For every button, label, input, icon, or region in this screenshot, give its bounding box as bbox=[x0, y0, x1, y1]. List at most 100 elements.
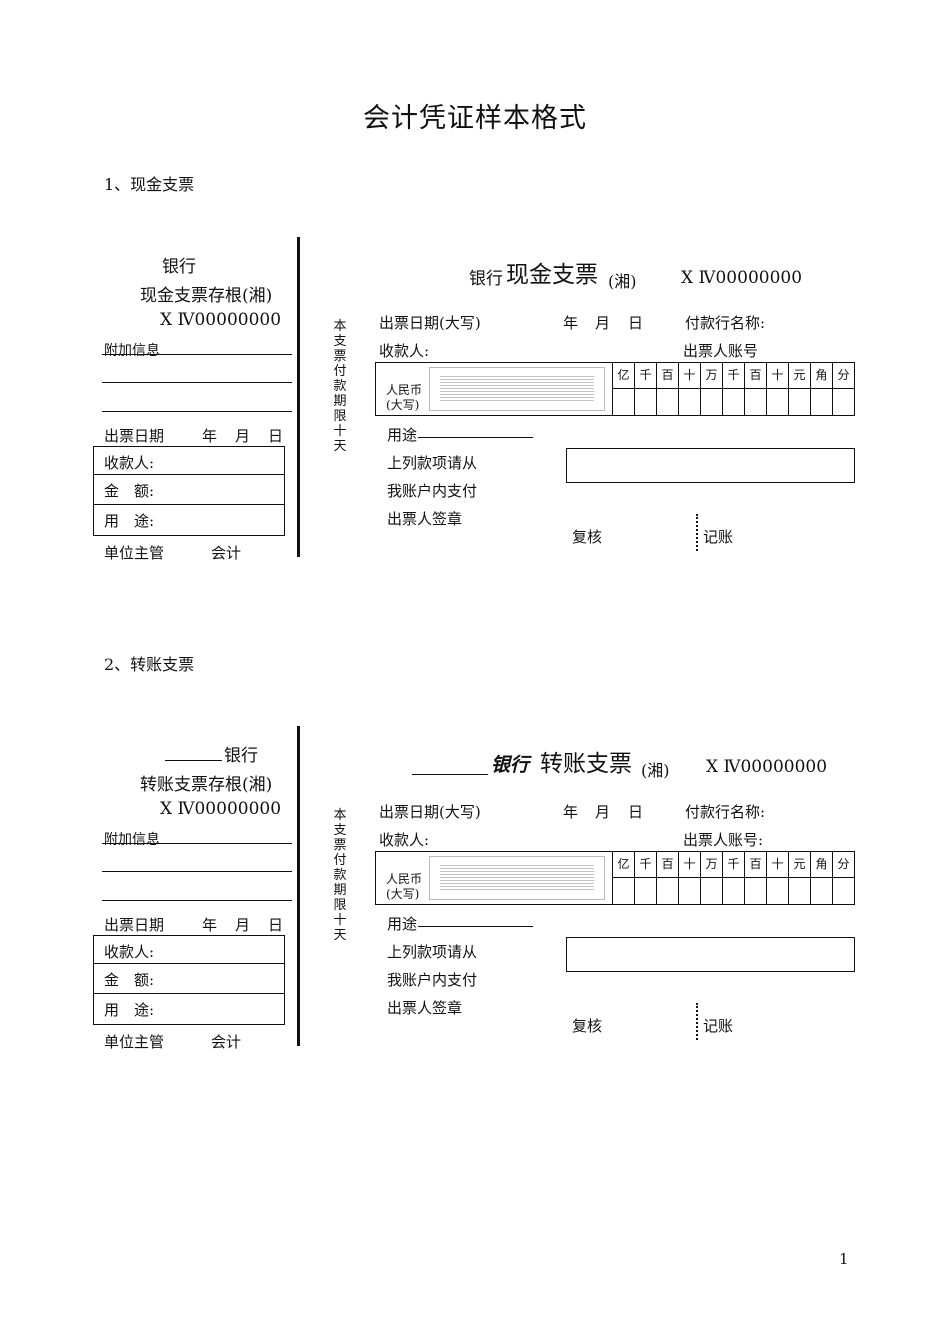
digit-col-shi-2[interactable]: 十 bbox=[767, 363, 789, 415]
extra-info-line-2[interactable] bbox=[102, 382, 292, 383]
digit-col-jiao[interactable]: 角 bbox=[811, 852, 833, 904]
digit-col-yi[interactable]: 亿 bbox=[613, 363, 635, 415]
stub-details-box: 收款人: 金 额: 用 途: bbox=[93, 446, 285, 536]
amount-table: 人民币 (大写) 亿 千 百 十 万 千 百 十 元 角 分 bbox=[375, 362, 855, 416]
stub-bank: 银行 bbox=[224, 746, 258, 766]
stub-date-label: 出票日期 bbox=[104, 916, 165, 934]
digit-header: 百 bbox=[745, 363, 766, 389]
stub-payee-field[interactable]: 收款人: bbox=[94, 447, 284, 475]
extra-info-line-1[interactable] bbox=[102, 843, 292, 844]
digit-col-bai-2[interactable]: 百 bbox=[745, 363, 767, 415]
stub-year: 年 bbox=[202, 427, 218, 445]
stub-date-label: 出票日期 bbox=[104, 427, 165, 445]
digit-col-yuan[interactable]: 元 bbox=[789, 363, 811, 415]
payee-label: 收款人: bbox=[379, 831, 430, 849]
digit-header: 分 bbox=[833, 852, 854, 878]
stub-manager-label: 单位主管 bbox=[104, 544, 165, 562]
digit-col-qian-2[interactable]: 千 bbox=[723, 363, 745, 415]
account-label: 出票人账号: bbox=[683, 831, 764, 849]
review-label: 复核 bbox=[572, 528, 603, 546]
extra-info-line-3[interactable] bbox=[102, 900, 292, 901]
digit-header: 万 bbox=[701, 363, 722, 389]
stub-bank-name-line[interactable] bbox=[165, 760, 222, 761]
cheque-year: 年 bbox=[563, 803, 579, 821]
digit-col-shi-1[interactable]: 十 bbox=[679, 363, 701, 415]
perforation-divider bbox=[297, 726, 300, 1046]
digit-col-qian-1[interactable]: 千 bbox=[635, 363, 657, 415]
drawer-signature-label: 出票人签章 bbox=[387, 999, 463, 1017]
account-label: 出票人账号 bbox=[683, 342, 759, 360]
amount-in-words-field[interactable] bbox=[429, 367, 605, 411]
digit-col-bai-1[interactable]: 百 bbox=[657, 363, 679, 415]
page-number: 1 bbox=[839, 1250, 849, 1268]
rmb-label: 人民币 (大写) bbox=[386, 872, 422, 902]
instruction-line-2: 我账户内支付 bbox=[387, 971, 478, 989]
cheque-year: 年 bbox=[563, 314, 579, 332]
extra-info-line-3[interactable] bbox=[102, 411, 292, 412]
stub-month: 月 bbox=[235, 916, 251, 934]
extra-info-line-2[interactable] bbox=[102, 871, 292, 872]
stub-amount-field[interactable]: 金 额: bbox=[94, 475, 284, 505]
digit-header: 万 bbox=[701, 852, 722, 878]
digit-header: 十 bbox=[679, 852, 700, 878]
extra-info-line-1[interactable] bbox=[102, 354, 292, 355]
purpose-line[interactable] bbox=[418, 926, 533, 927]
stub-accountant-label: 会计 bbox=[211, 544, 242, 562]
stub-year: 年 bbox=[202, 916, 218, 934]
cheque-date-label: 出票日期(大写) bbox=[379, 314, 481, 332]
stub-day: 日 bbox=[268, 916, 284, 934]
bookkeeping-label: 记账 bbox=[703, 1017, 734, 1035]
digit-header: 千 bbox=[723, 363, 744, 389]
digit-col-yuan[interactable]: 元 bbox=[789, 852, 811, 904]
digit-col-qian-2[interactable]: 千 bbox=[723, 852, 745, 904]
digit-col-shi-1[interactable]: 十 bbox=[679, 852, 701, 904]
stub-extra-info-label: 附加信息 bbox=[104, 343, 160, 359]
digit-header: 分 bbox=[833, 363, 854, 389]
digit-col-yi[interactable]: 亿 bbox=[613, 852, 635, 904]
digit-col-jiao[interactable]: 角 bbox=[811, 363, 833, 415]
rmb-label-text: 人民币 bbox=[386, 383, 423, 397]
stub-purpose-field[interactable]: 用 途: bbox=[104, 512, 155, 530]
digit-col-wan[interactable]: 万 bbox=[701, 852, 723, 904]
stub-month: 月 bbox=[235, 427, 251, 445]
digit-col-bai-2[interactable]: 百 bbox=[745, 852, 767, 904]
digit-header: 角 bbox=[811, 852, 832, 878]
cheque-bank-name-line[interactable] bbox=[412, 774, 488, 775]
digit-col-wan[interactable]: 万 bbox=[701, 363, 723, 415]
instruction-line-1: 上列款项请从 bbox=[387, 454, 478, 472]
cheque-day: 日 bbox=[628, 314, 644, 332]
stub-amount-field[interactable]: 金 额: bbox=[94, 964, 284, 994]
payee-label: 收款人: bbox=[379, 342, 430, 360]
digit-header: 亿 bbox=[613, 852, 634, 878]
stub-details-box: 收款人: 金 额: 用 途: bbox=[93, 935, 285, 1025]
stub-name: 转账支票存根(湘) bbox=[140, 775, 273, 795]
digit-header: 百 bbox=[745, 852, 766, 878]
amount-in-words-field[interactable] bbox=[429, 856, 605, 900]
digit-header: 十 bbox=[767, 363, 788, 389]
digit-col-fen[interactable]: 分 bbox=[833, 852, 854, 904]
amount-table: 人民币 (大写) 亿 千 百 十 万 千 百 十 元 角 分 bbox=[375, 851, 855, 905]
purpose-label: 用途 bbox=[387, 915, 418, 933]
digit-col-qian-1[interactable]: 千 bbox=[635, 852, 657, 904]
digit-header: 元 bbox=[789, 852, 810, 878]
payer-bank-label: 付款行名称: bbox=[685, 803, 766, 821]
cheque-region: (湘) bbox=[608, 272, 637, 291]
stub-purpose-field[interactable]: 用 途: bbox=[104, 1001, 155, 1019]
rmb-label-text: 人民币 bbox=[386, 872, 423, 886]
purpose-line[interactable] bbox=[418, 437, 533, 438]
digit-col-shi-2[interactable]: 十 bbox=[767, 852, 789, 904]
cheque-date-label: 出票日期(大写) bbox=[379, 803, 481, 821]
stub-payee-field[interactable]: 收款人: bbox=[94, 936, 284, 964]
password-box[interactable] bbox=[566, 937, 855, 972]
password-box[interactable] bbox=[566, 448, 855, 483]
dotted-divider bbox=[696, 1003, 698, 1040]
perforation-divider bbox=[297, 237, 300, 557]
digit-col-bai-1[interactable]: 百 bbox=[657, 852, 679, 904]
stub-bank: 银行 bbox=[162, 257, 196, 277]
digit-header: 百 bbox=[657, 852, 678, 878]
digit-col-fen[interactable]: 分 bbox=[833, 363, 854, 415]
cheque-type: 转账支票 bbox=[540, 751, 632, 777]
cheque-serial: X Ⅳ00000000 bbox=[681, 268, 803, 288]
digit-header: 百 bbox=[657, 363, 678, 389]
stub-accountant-label: 会计 bbox=[211, 1033, 242, 1051]
